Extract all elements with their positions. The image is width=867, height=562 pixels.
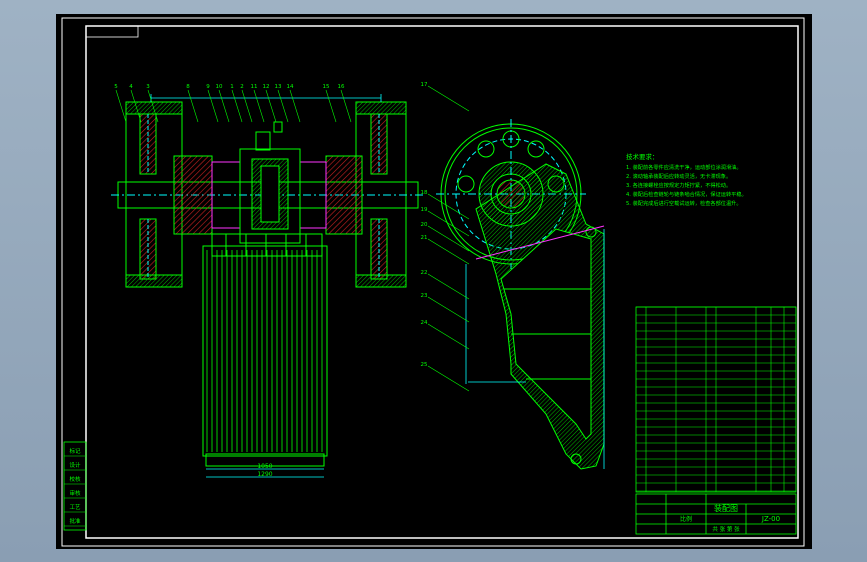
revision-table-label: 标记 [69,447,81,455]
tech-req-line: 1. 装配前各零件应清洗干净，运动部位涂润滑油。 [626,163,742,171]
side-view [436,119,605,470]
part-number-label: 4 [129,84,133,90]
part-labels-right: 17 18 19 20 21 22 23 24 25 [421,82,470,392]
title-block [635,493,797,535]
tech-req-line: 5. 装配完成后进行空载试运转，检查各部位温升。 [626,199,742,207]
revision-table-label: 审核 [69,489,81,497]
part-number-label: 22 [421,270,428,276]
part-number-label: 8 [186,84,190,90]
tech-requirements: 技术要求： 1. 装配前各零件应清洗干净，运动部位涂润滑油。2. 滚动轴承装配后… [626,152,747,207]
part-number-label: 12 [263,84,270,90]
tech-req-title: 技术要求： [626,152,659,161]
part-number-label: 5 [114,84,118,90]
part-number-label: 17 [421,82,428,88]
part-number-label: 21 [421,235,428,241]
part-number-label: 3 [146,84,150,90]
corner-box [85,25,139,38]
title-drawing-no: JZ-00 [761,515,780,523]
part-number-label: 13 [275,84,282,90]
part-number-label: 18 [421,190,428,196]
parts-list-table [635,306,797,493]
dim-width-a: 1050 [257,463,272,470]
part-number-label: 9 [206,84,210,90]
part-number-label: 16 [338,84,345,90]
dim-width-b: 1290 [257,471,272,478]
title-drawing-name: 装配图 [714,503,738,513]
title-scale-label: 比例 [680,515,692,523]
sectional-view [111,94,426,288]
part-number-label: 19 [421,207,428,213]
part-number-label: 15 [323,84,330,90]
part-number-label: 1 [230,84,234,90]
chain-stack [202,245,328,457]
part-number-label: 2 [240,84,244,90]
part-number-label: 20 [421,222,428,228]
part-number-label: 11 [251,84,258,90]
revision-table-label: 校核 [69,475,81,483]
tech-req-line: 2. 滚动轴承装配后应转动灵活，无卡滞现象。 [626,172,731,180]
revision-table-label: 设计 [69,461,81,469]
tech-req-line: 3. 各连接螺栓应按规定力矩拧紧，不得松动。 [626,181,731,189]
part-number-label: 24 [421,320,428,326]
part-number-label: 14 [287,84,294,90]
tech-req-line: 4. 装配后检查链轮与链条啮合情况，保证运转平稳。 [626,190,747,198]
revision-table-label: 工艺 [69,504,81,511]
revision-table-label: 批准 [69,517,81,525]
title-sheet-label: 共 张 第 张 [712,525,740,533]
part-number-label: 10 [216,84,223,90]
inner-border [85,25,799,539]
outer-border [61,17,805,547]
part-number-label: 23 [421,293,428,299]
part-number-label: 25 [421,362,428,368]
